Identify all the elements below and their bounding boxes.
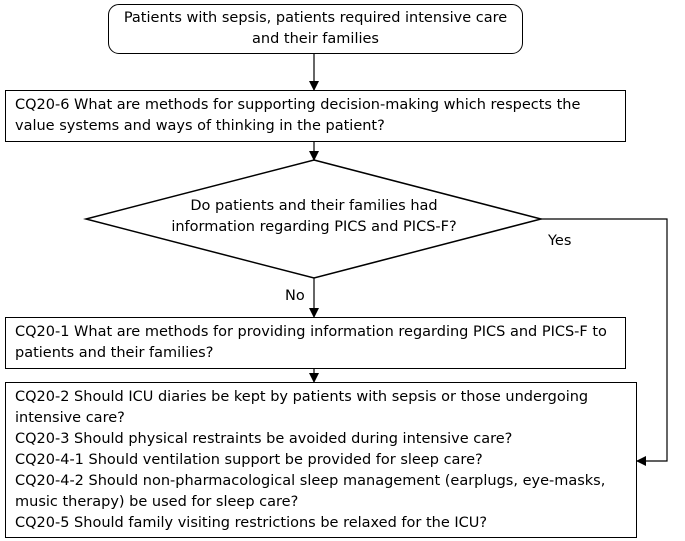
cq20-1-text-line2: patients and their families? [15,345,214,361]
start-box [108,4,523,54]
final-line-4: CQ20-4-1 Should ventilation support be p… [15,452,483,468]
final-line-1: CQ20-2 Should ICU diaries be kept by pat… [15,389,589,405]
final-line-3: CQ20-3 Should physical restraints be avo… [15,431,513,447]
cq20-6-text-line1: CQ20-6 What are methods for supporting d… [15,97,581,113]
decision-text-line2: information regarding PICS and PICS-F? [171,219,457,235]
cq20-6-box [5,90,626,142]
yes-label: Yes [548,233,572,249]
no-label: No [285,288,305,304]
final-line-7: CQ20-5 Should family visiting restrictio… [15,515,488,531]
final-line-6: music therapy) be used for sleep care? [15,494,299,510]
cq20-6-text-line2: value systems and ways of thinking in th… [15,118,385,134]
start-text-line1: Patients with sepsis, patients required … [123,10,508,26]
final-line-5: CQ20-4-2 Should non-pharmacological slee… [15,473,606,489]
final-box [5,382,637,538]
start-text-line2: and their families [252,31,379,47]
decision-text-line1: Do patients and their families had [190,198,438,214]
cq20-1-text-line1: CQ20-1 What are methods for providing in… [15,324,607,340]
final-line-2: intensive care? [15,410,125,426]
arrow-yes-to-final [541,218,668,466]
cq20-1-box [5,317,626,369]
